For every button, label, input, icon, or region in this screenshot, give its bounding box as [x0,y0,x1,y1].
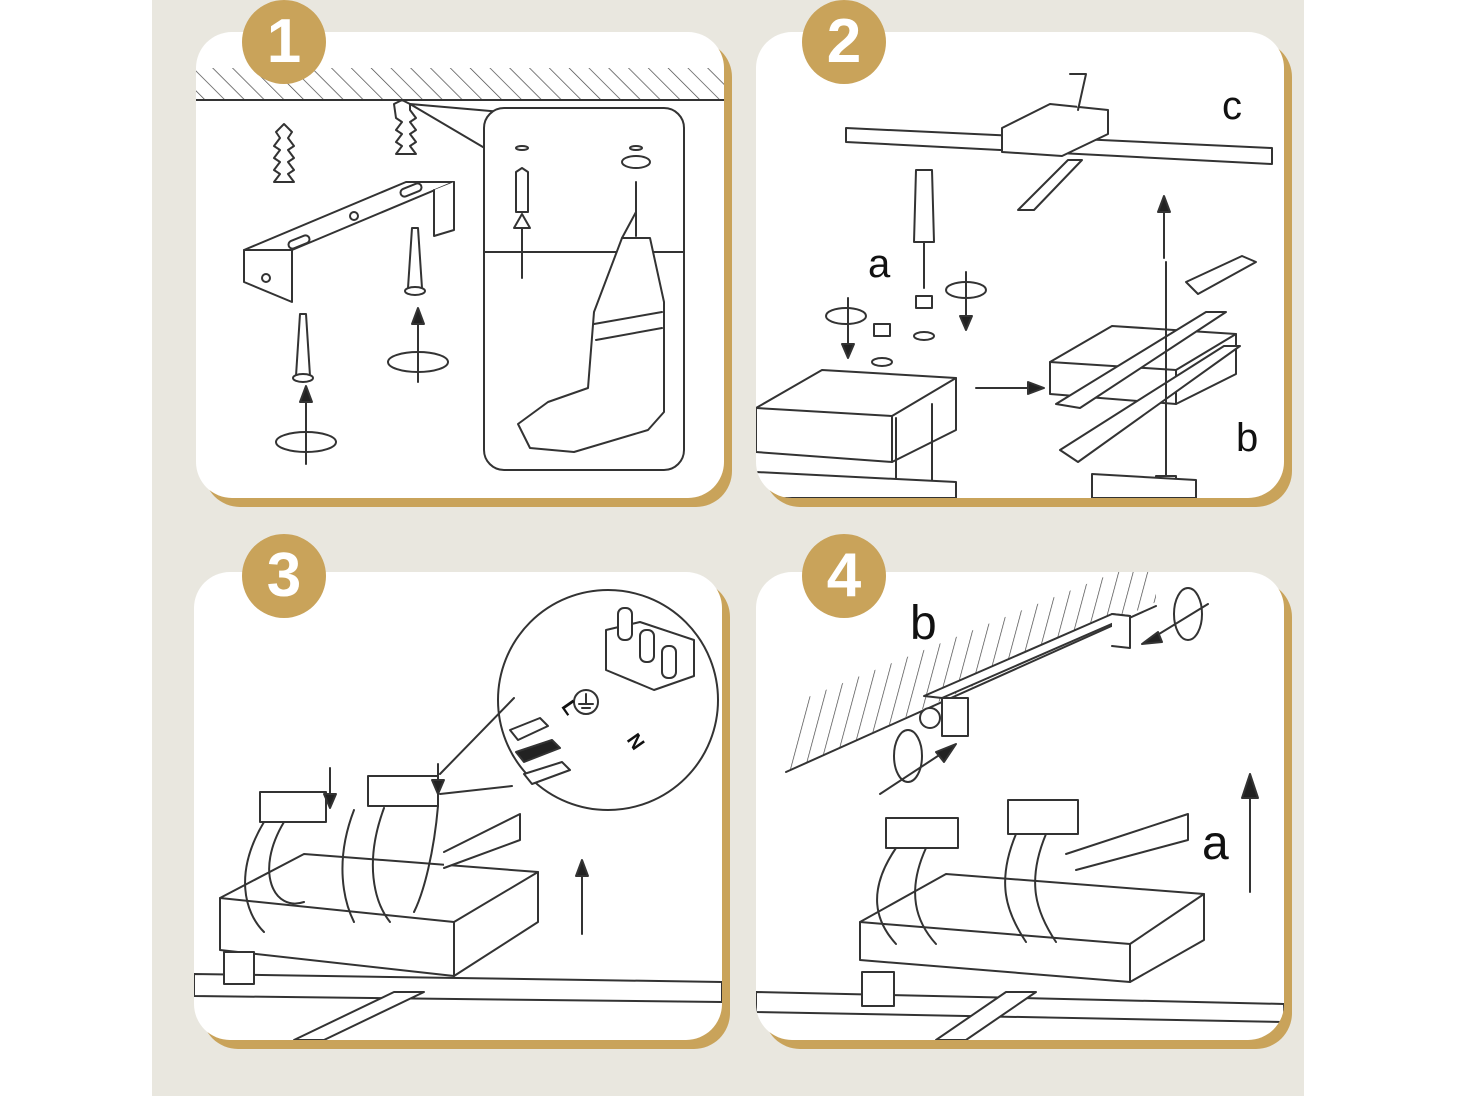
step-2-label-c: c [1222,84,1242,128]
bracket-slot-left [287,234,311,250]
connector-right [367,775,439,807]
bracket-slot-right [399,182,423,198]
wall-plug-left [273,123,295,183]
wall-plug-right [393,99,417,155]
step-3-illustration [194,589,722,1040]
connector-left [259,791,327,823]
mounting-bracket-right-leg [433,181,455,237]
step-2-illustration [756,73,1273,498]
connector-left [885,817,959,849]
step-2-label-a: a [868,242,891,286]
step-4-panel [756,572,1284,1040]
screw-right [407,227,423,289]
screwdriver-icon [913,169,935,243]
step-1-illustration [196,68,724,471]
step-3-badge: 3 [242,534,326,618]
step-2-panel [756,32,1284,498]
drill-icon [517,237,665,453]
step-4-label-a: a [1202,817,1229,870]
fixing-screw-icon [919,707,941,729]
earth-icon [573,689,599,715]
wrench-icon [1185,255,1257,295]
junction-box-left [756,369,957,463]
step-1-panel [196,32,724,498]
luminaire-canopy [1001,103,1109,157]
junction-box [859,873,1205,983]
mounting-bracket-left-leg [243,249,293,303]
step-1-badge: 1 [242,0,326,84]
step-4-illustration [756,572,1284,1040]
step-4-label-b: b [910,597,937,650]
screw-left [295,313,311,377]
step-3-panel [194,572,722,1040]
step-2-badge: 2 [802,0,886,84]
bracket-hole [349,211,359,221]
step-2-label-b: b [1236,416,1259,460]
bracket-side-hole [261,273,271,283]
luminaire-bar-diagonal [1017,159,1083,211]
connector-right [1007,799,1079,835]
ceiling-hatch [786,572,1156,772]
step-4-badge: 4 [802,534,886,618]
